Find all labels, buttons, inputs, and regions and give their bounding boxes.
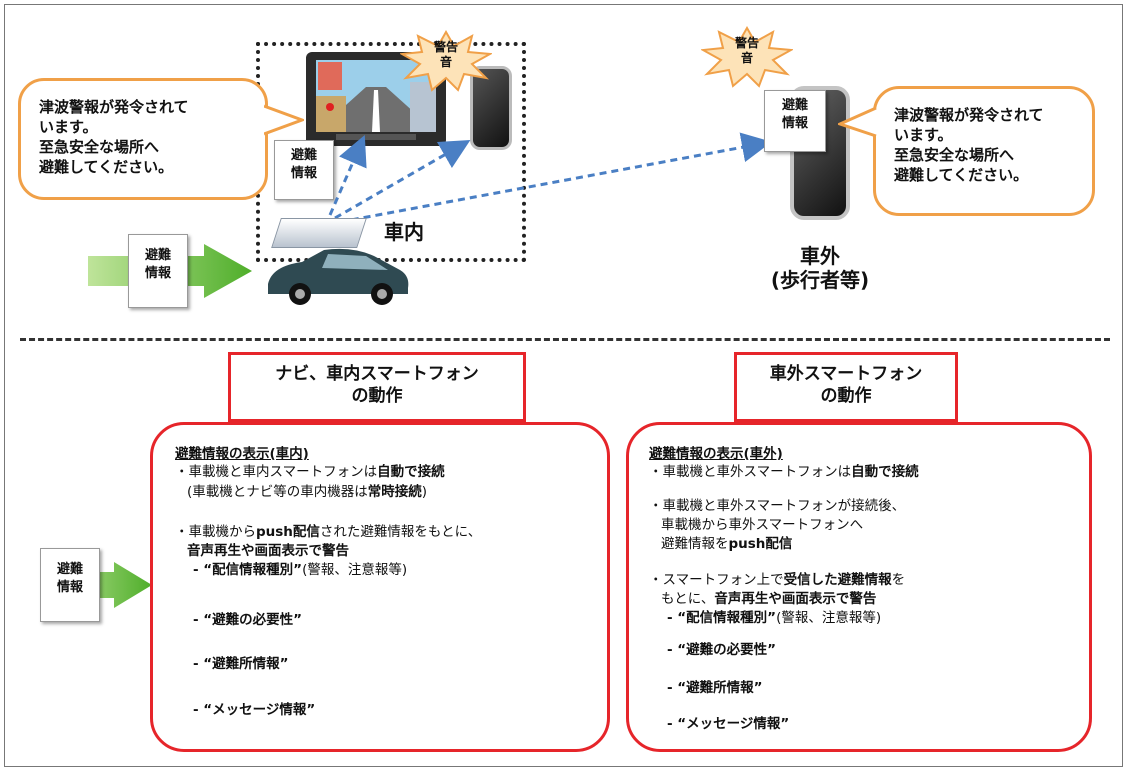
panel-line: 車載機から車外スマートフォンへ [661, 517, 864, 533]
title-line: ナビ、車内スマートフォン [275, 364, 479, 384]
warning-sound-label-right: 警告 音 [727, 36, 767, 66]
note-line: 情報 [144, 266, 171, 281]
tsunami-warning-bubble-left: 津波警報が発令されて います。 至急安全な場所へ 避難してください。 [18, 78, 268, 200]
outside-operation-title: 車外スマートフォン の動作 [734, 352, 958, 422]
text-span: ・車載機と車内スマートフォンは [175, 464, 378, 480]
evacuation-info-note-input-bottom: 避難 情報 [40, 548, 100, 622]
panel-line: もとに、音声再生や画面表示で警告 [661, 590, 876, 608]
text-span-bold: 自動で接続 [377, 464, 445, 480]
car-icon [268, 248, 409, 305]
warning-sound-label-left: 警告 音 [426, 40, 466, 70]
bubble-line: 至急安全な場所へ [39, 138, 160, 156]
text-span: された避難情報をもとに、 [319, 524, 482, 540]
bubble-line: 至急安全な場所へ [894, 146, 1015, 164]
outside-operation-panel: 避難情報の表示(車外) ・車載機と車外スマートフォンは自動で接続 ・車載機と車外… [626, 422, 1092, 752]
title-line: の動作 [351, 386, 403, 406]
warning-sound-starburst-right [701, 26, 793, 88]
in-car-operation-panel: 避難情報の表示(車内) ・車載機と車内スマートフォンは自動で接続 (車載機とナビ… [150, 422, 610, 752]
text-span-bold: 常時接続 [367, 484, 422, 500]
label-outside-line: 車外 [800, 244, 840, 268]
text-span: ) [421, 484, 428, 500]
panel-line: - “配信情報種別”(警報、注意報等) [667, 609, 881, 627]
panel-line: ・車載機と車内スマートフォンは自動で接続 [175, 463, 445, 481]
panel-item: - “避難所情報” [193, 656, 289, 672]
note-line: 情報 [781, 116, 808, 131]
navigation-map-icon [316, 60, 436, 140]
text-span-bold: 受信した避難情報 [783, 572, 892, 588]
tsunami-warning-bubble-right: 津波警報が発令されて います。 至急安全な場所へ 避難してください。 [873, 86, 1095, 216]
text-span-bold: push配信 [728, 536, 793, 552]
bubble-tail-left [264, 104, 304, 136]
evacuation-info-note-phone: 避難 情報 [764, 90, 826, 152]
bubble-tail-right [838, 106, 878, 138]
label-outside-line: (歩行者等) [770, 268, 870, 292]
text-span: もとに、 [661, 591, 715, 607]
panel-heading: 避難情報の表示(車内) [175, 446, 309, 462]
note-line: 情報 [56, 580, 83, 595]
label-outside: 車外 (歩行者等) [740, 244, 900, 292]
panel-item: - “避難の必要性” [193, 612, 303, 628]
section-divider [20, 338, 1110, 341]
text-span: ・車載機と車外スマートフォンは [649, 464, 852, 480]
panel-heading: 避難情報の表示(車外) [649, 446, 783, 462]
note-line: 避難 [781, 98, 808, 113]
text-span: 避難情報を [661, 536, 729, 552]
text-span: (車載機とナビ等の車内機器は [187, 484, 368, 500]
panel-line: ・車載機からpush配信された避難情報をもとに、 [175, 523, 481, 541]
text-span-bold: push配信 [256, 524, 320, 540]
figure-frame [4, 4, 1123, 767]
in-car-smartphone [470, 66, 512, 150]
panel-item: - “メッセージ情報” [667, 716, 790, 732]
text-span: ・車載機から [175, 524, 256, 540]
panel-item: - “メッセージ情報” [193, 702, 316, 718]
note-line: 避難 [290, 148, 317, 163]
panel-line: 音声再生や画面表示で警告 [187, 543, 349, 559]
panel-item: - “避難の必要性” [667, 642, 777, 658]
bubble-line: 津波警報が発令されて [39, 98, 189, 116]
evacuation-info-note-input-top: 避難 情報 [128, 234, 188, 308]
bubble-line: います。 [39, 118, 98, 136]
warning-sound-text: 警告 音 [433, 40, 458, 69]
panel-line: - “配信情報種別”(警報、注意報等) [193, 561, 407, 579]
text-span: ・スマートフォン上で [649, 572, 784, 588]
title-line: 車外スマートフォン [769, 364, 923, 384]
text-span: を [891, 572, 906, 588]
warning-sound-text: 警告 音 [734, 36, 759, 65]
text-span: (警報、注意報等) [302, 562, 408, 578]
bubble-line: います。 [894, 126, 953, 144]
note-line: 避難 [56, 562, 83, 577]
panel-line: ・車載機と車外スマートフォンは自動で接続 [649, 463, 919, 481]
evacuation-info-note-car: 避難 情報 [274, 140, 334, 200]
panel-line: ・スマートフォン上で受信した避難情報を [649, 571, 905, 589]
text-span: (警報、注意報等) [776, 610, 882, 626]
in-car-operation-title: ナビ、車内スマートフォン の動作 [228, 352, 526, 422]
text-span-bold: 自動で接続 [851, 464, 919, 480]
warning-sound-starburst-left [400, 30, 492, 92]
car-navigation-display [306, 52, 446, 146]
text-span-bold: - “配信情報種別” [193, 562, 303, 578]
panel-item: - “避難所情報” [667, 680, 763, 696]
bubble-line: 津波警報が発令されて [894, 106, 1044, 124]
wireless-transmission-arrows [328, 132, 772, 224]
panel-line: ・車載機と車外スマートフォンが接続後、 [649, 498, 906, 514]
bubble-line: 避難してください。 [39, 158, 174, 176]
text-span-bold: 音声再生や画面表示で警告 [714, 591, 877, 607]
panel-line: 避難情報をpush配信 [661, 535, 792, 553]
bubble-line: 避難してください。 [894, 166, 1029, 184]
text-span-bold: - “配信情報種別” [667, 610, 777, 626]
note-line: 情報 [290, 166, 317, 181]
label-in-car: 車内 [384, 220, 424, 244]
panel-line: (車載機とナビ等の車内機器は常時接続) [187, 483, 427, 501]
title-line: の動作 [820, 386, 872, 406]
note-line: 避難 [144, 248, 171, 263]
